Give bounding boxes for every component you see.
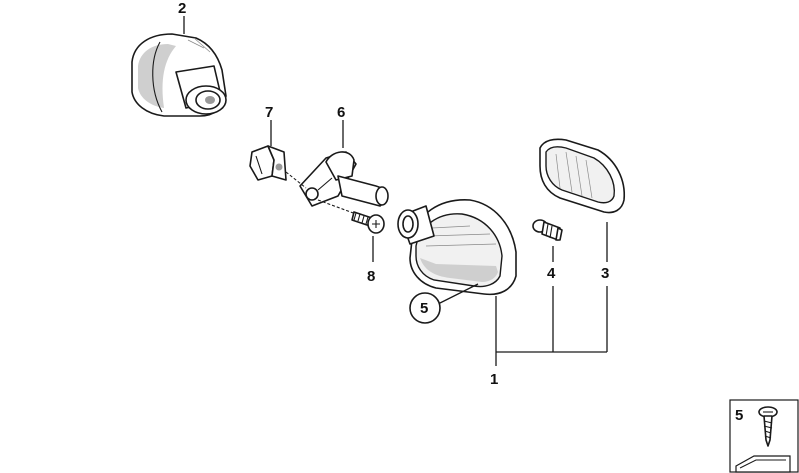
part-4-bulb[interactable] <box>532 219 563 241</box>
leader-5-left <box>437 283 479 305</box>
part-8-screw[interactable] <box>351 211 385 234</box>
part-6-bulb-socket[interactable] <box>299 151 389 207</box>
legend-callout-5: 5 <box>735 407 743 424</box>
part-1-side-marker-light[interactable] <box>397 199 517 296</box>
callout-8: 8 <box>367 268 375 285</box>
callout-5-circle <box>409 292 441 324</box>
callout-3: 3 <box>601 265 609 282</box>
part-7-clip-nut[interactable] <box>249 145 287 181</box>
part-2-side-marker-housing[interactable] <box>131 33 227 117</box>
callout-1: 1 <box>490 371 498 388</box>
callout-5: 5 <box>420 300 428 317</box>
assembly-line-7-6 <box>285 171 307 189</box>
legend-screw-icon <box>758 406 778 447</box>
callout-2: 2 <box>178 0 186 17</box>
callout-4: 4 <box>547 265 556 282</box>
callout-6: 6 <box>337 104 345 121</box>
legend-box: 5 <box>729 399 799 473</box>
callout-1-bracket <box>495 286 608 366</box>
part-3-lens-cover[interactable] <box>539 138 625 214</box>
assembly-line-6-8 <box>317 199 357 215</box>
callout-7: 7 <box>265 104 273 121</box>
